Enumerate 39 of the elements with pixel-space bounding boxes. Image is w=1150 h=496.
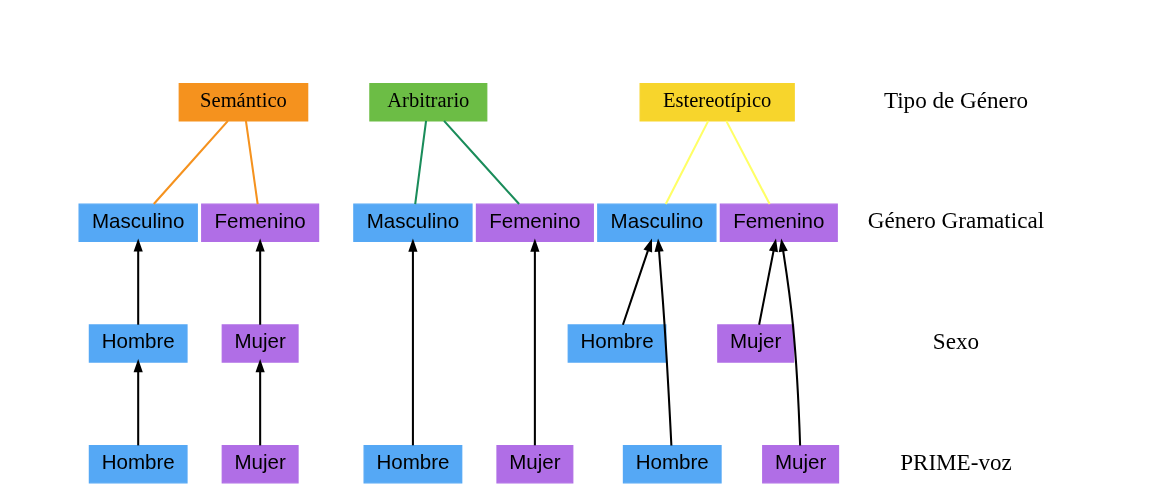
node-box: Hombre [363,444,463,484]
node-box: Masculino [353,203,473,243]
node-box: Femenino [719,203,838,243]
arrow [621,238,653,326]
node-box: Femenino [201,203,320,243]
connector [664,120,710,205]
node-box: Hombre [88,444,188,484]
node-box: Hombre [622,444,722,484]
label: Sexo [932,328,980,355]
label: Tipo de Género [883,86,1029,113]
node-box: Mujer [496,444,574,484]
arrow [133,359,143,446]
node-box: Arbitrario [369,82,488,122]
label: Género Gramatical [867,207,1045,234]
node-box: Estereotípico [639,82,795,122]
node-box: Masculino [597,203,717,243]
arrow [408,238,418,446]
connector [153,120,229,205]
connector [725,120,771,205]
arrow [778,238,802,446]
arrow [255,359,265,446]
arrow [654,238,673,446]
node-box: Masculino [78,203,198,243]
arrow [255,238,265,325]
node-box: Mujer [221,324,299,363]
node-box: Femenino [475,203,594,243]
node-box: Mujer [762,444,840,484]
arrow [758,238,778,325]
node-box: Mujer [221,444,299,484]
connector [244,120,259,205]
node-box: Hombre [88,324,188,363]
arrow [133,238,143,325]
node-box: Semántico [178,82,309,122]
connector [443,120,520,205]
arrow [530,238,540,446]
node-box: Mujer [717,324,795,363]
node-box: Hombre [567,324,667,363]
connector [414,120,428,205]
label: PRIME-voz [900,448,1012,475]
